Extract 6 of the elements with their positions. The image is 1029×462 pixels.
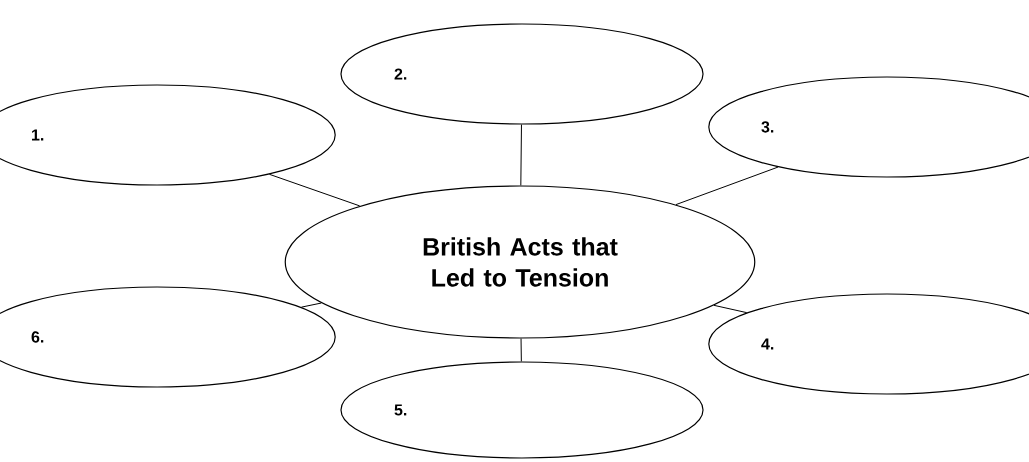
connector-line bbox=[713, 304, 748, 314]
connector-line bbox=[675, 166, 779, 206]
connector-line bbox=[268, 173, 361, 207]
connector-line bbox=[520, 338, 522, 362]
connector-line bbox=[520, 124, 522, 186]
connector-line bbox=[300, 302, 322, 308]
